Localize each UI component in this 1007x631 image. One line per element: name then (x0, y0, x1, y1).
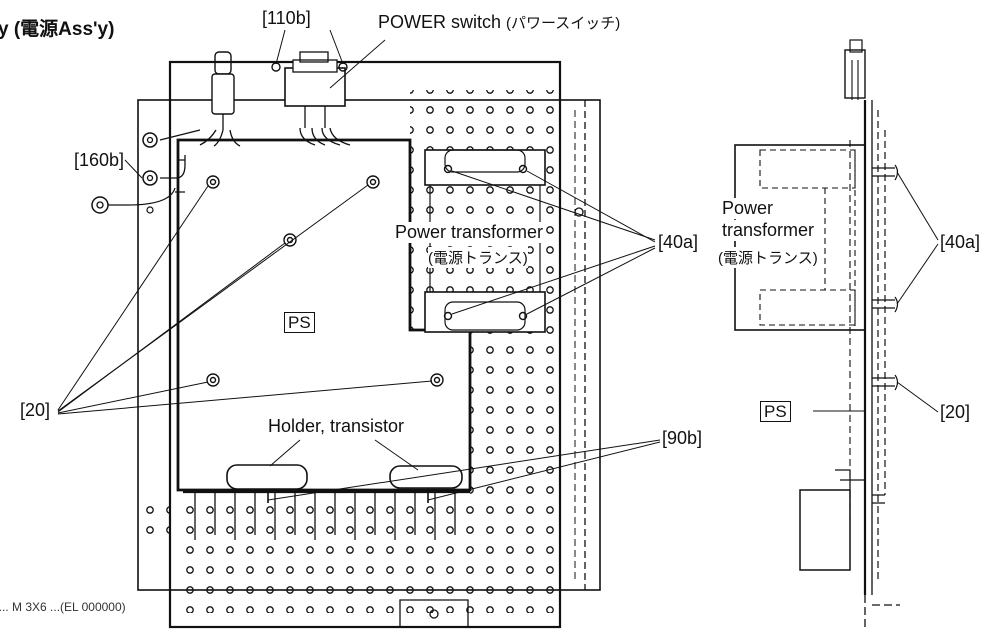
label-side-power: Power (722, 198, 774, 219)
power-switch-part (271, 51, 351, 146)
label-90b: [90b] (662, 428, 703, 449)
label-40a-front: [40a] (658, 232, 699, 253)
label-ps-front: PS (284, 312, 315, 333)
label-power-switch-jp: (パワースイッチ) (506, 15, 621, 32)
label-ps-side: PS (760, 401, 791, 422)
power-transformer-front (424, 149, 584, 333)
ps-screws (206, 175, 444, 387)
heat-sink (183, 490, 470, 540)
label-160b: [160b] (74, 150, 125, 170)
label-20-front: [20] (20, 400, 51, 420)
side-view (734, 39, 900, 630)
label-power-transformer-jp: (電源トランス) (428, 247, 528, 268)
leader-lines-side (813, 171, 939, 413)
label-110b: [110b] (262, 8, 311, 28)
transistor-holders (226, 464, 463, 503)
fuse-holder-part (199, 51, 241, 147)
leader-lines-front (57, 29, 661, 501)
left-wiring (91, 129, 201, 214)
label-40a-side: [40a] (940, 232, 981, 252)
label-20-side: [20] (940, 402, 971, 422)
label-side-transformer: transformer (722, 220, 815, 241)
front-view (91, 51, 601, 629)
label-power-transformer: Power transformer (395, 222, 544, 243)
diagram-title: y (電源Ass'y) (0, 19, 115, 40)
label-holder-transistor: Holder, transistor (268, 416, 405, 437)
footnote-text: b... M 3X6 ...(EL 000000) (0, 600, 126, 614)
label-side-transformer-jp: (電源トランス) (718, 247, 818, 268)
label-power-switch-en: POWER switch (378, 12, 502, 32)
label-power-switch: POWER switch (パワースイッチ) (378, 12, 620, 33)
